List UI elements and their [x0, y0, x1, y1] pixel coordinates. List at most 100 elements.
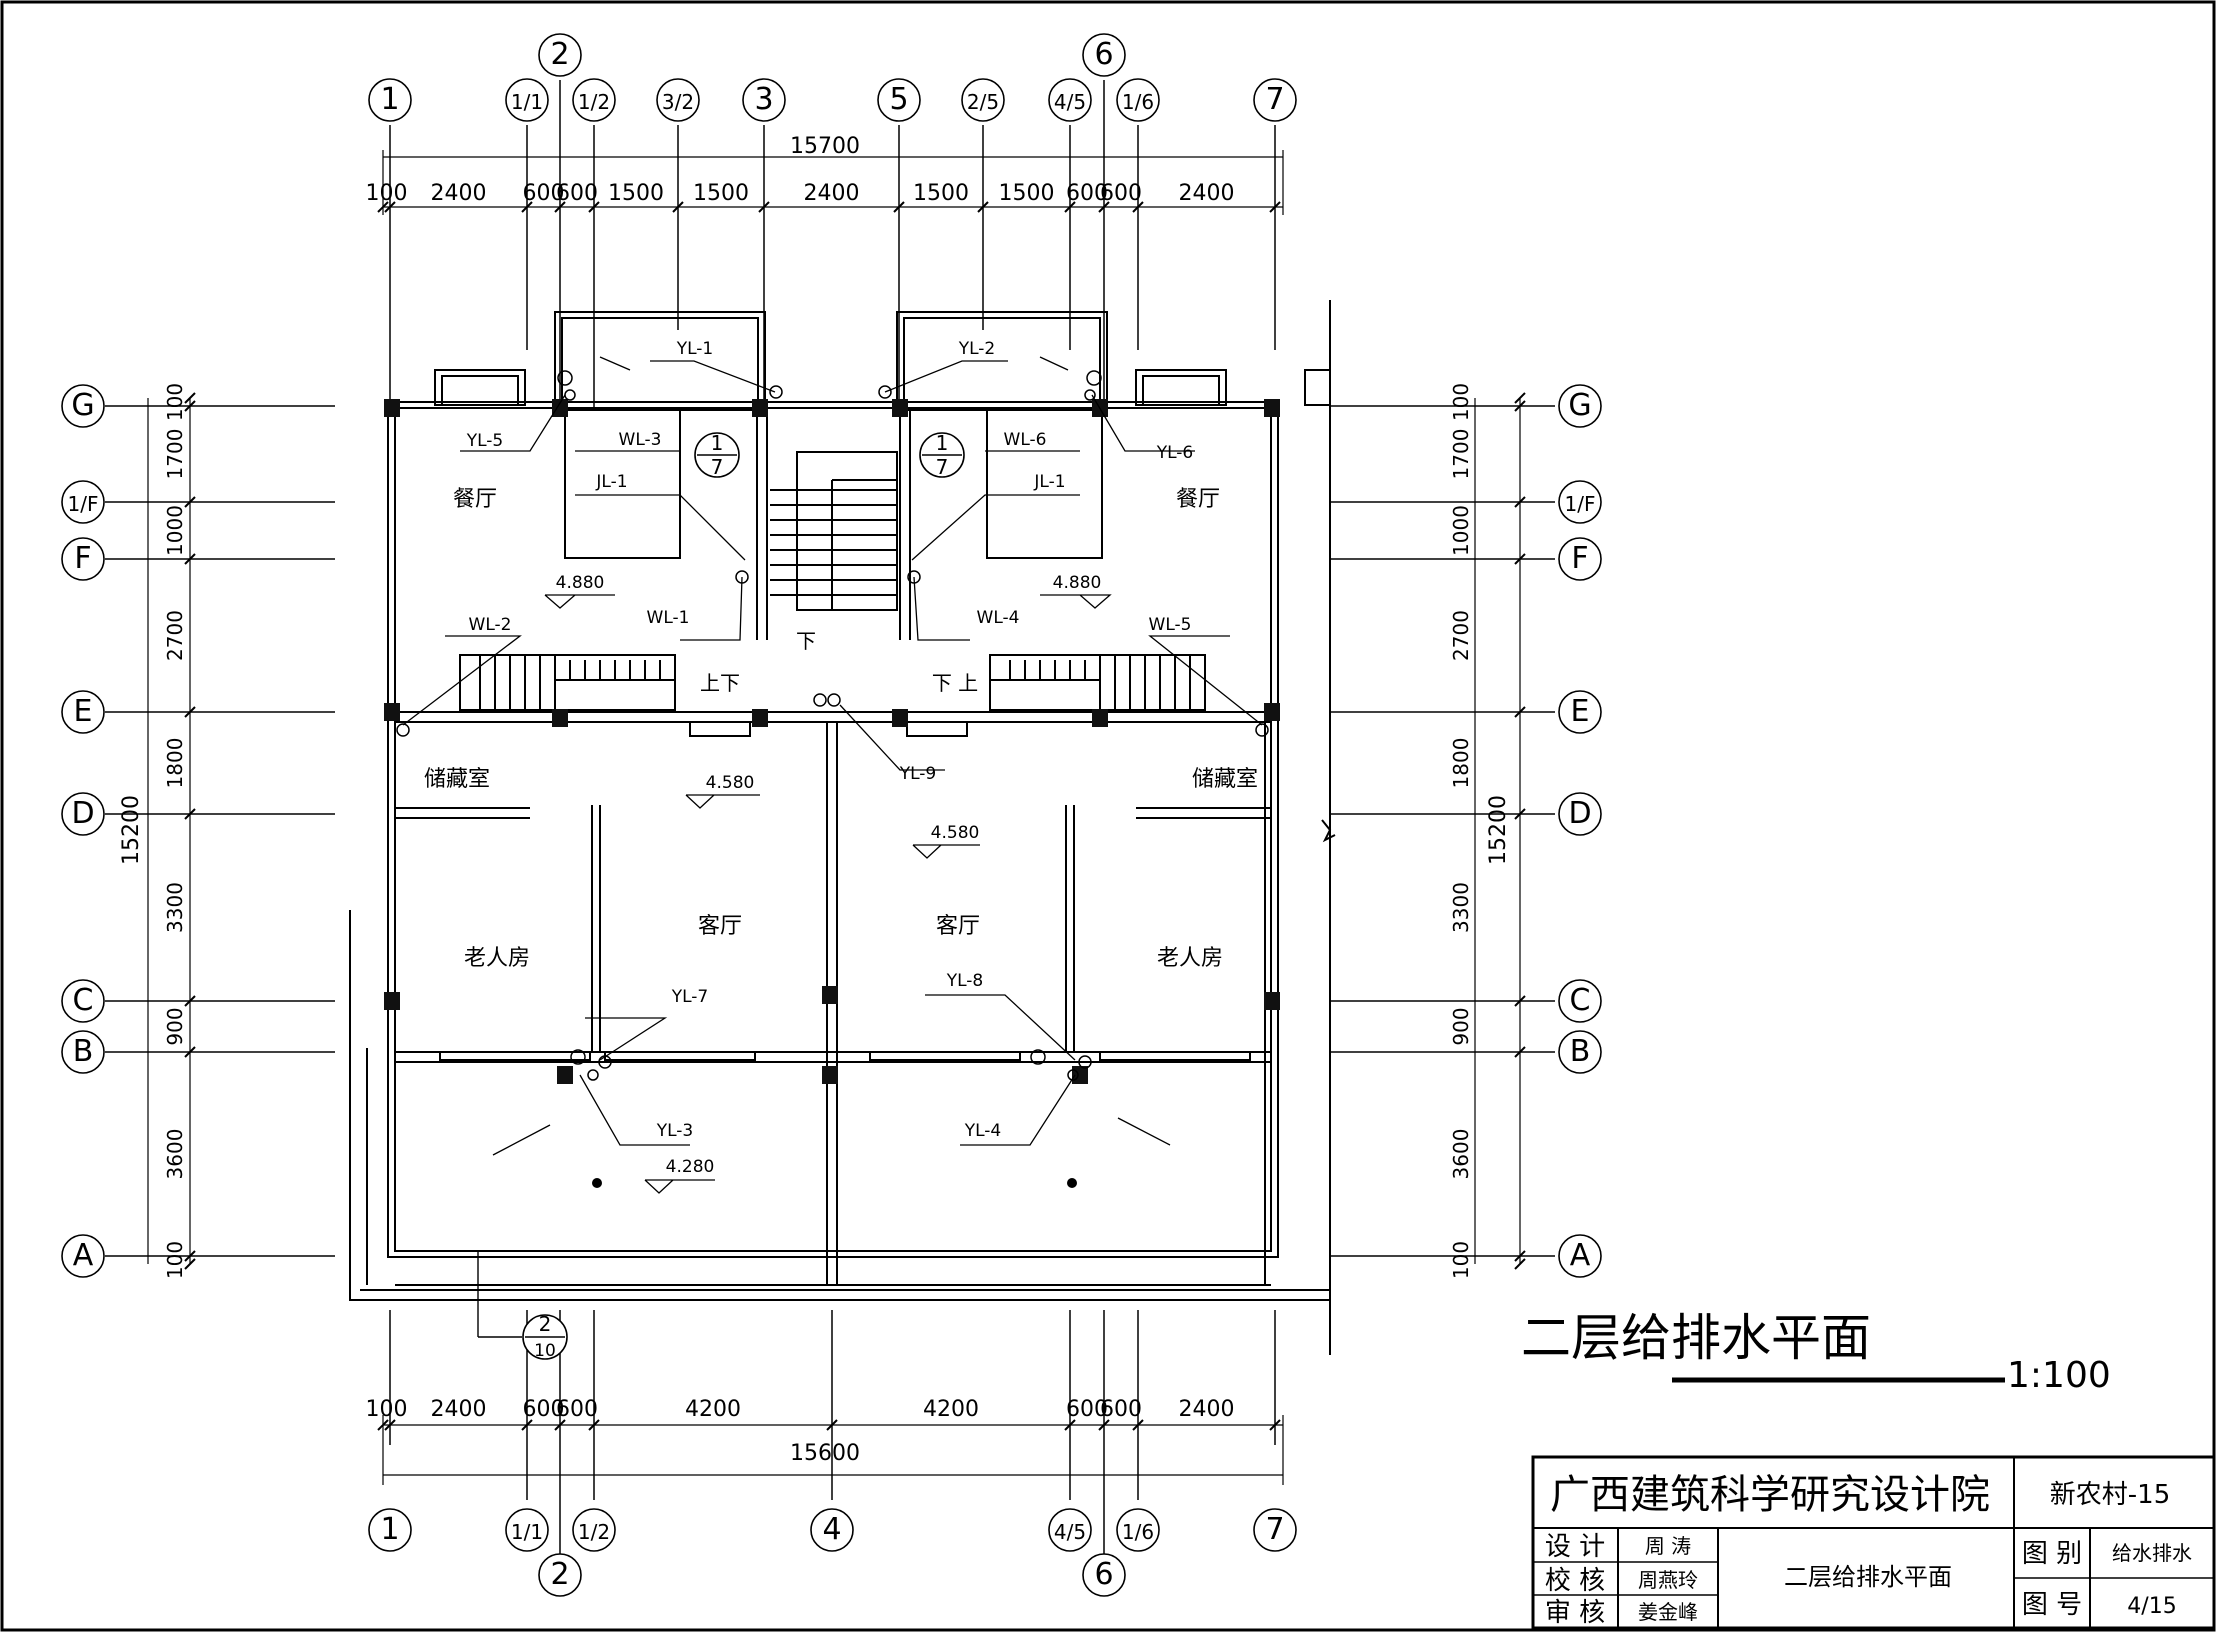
svg-text:1: 1: [380, 82, 399, 117]
svg-text:5: 5: [889, 82, 908, 117]
dim-top-seg-2: 600: [523, 181, 565, 206]
detail-ref-right: 1 7: [919, 431, 965, 479]
pipe-wl2: WL-2: [469, 615, 512, 635]
pipe-wl4: WL-4: [977, 608, 1020, 628]
drawing-scale: 1:100: [2007, 1355, 2111, 1396]
title-design-name: 周 涛: [1645, 1534, 1691, 1558]
axis-bubble-right-0: G: [1558, 384, 1602, 428]
svg-text:7: 7: [1265, 82, 1284, 117]
dim-left-seg-6: 900: [163, 1007, 187, 1045]
title-drawing-name: 二层给排水平面: [1784, 1563, 1952, 1591]
svg-text:D: D: [71, 796, 94, 831]
svg-text:2: 2: [550, 1557, 569, 1592]
pipe-jl1-left: JL-1: [595, 472, 627, 492]
elevation-labels: 4.880 4.880 4.580 4.580 4.280: [556, 573, 1102, 1177]
dim-top-seg-1: 2400: [431, 181, 487, 206]
dim-left-seg-1: 1700: [163, 429, 187, 480]
stair-label-left: 上下: [700, 671, 740, 695]
dim-left-seg-0: 100: [163, 383, 187, 421]
column-13: [822, 986, 838, 1004]
axis-bubble-right-3: E: [1558, 690, 1602, 734]
svg-text:7: 7: [936, 455, 949, 479]
title-number-value: 4/15: [2127, 1594, 2176, 1619]
axis-bubble-bottom-1: 1/1: [505, 1508, 549, 1552]
title-block: 广西建筑科学研究设计院 新农村-15 设 计 周 涛 校 核 周燕玲 审 核 姜…: [1531, 1455, 2216, 1630]
pipe-yl9: YL-9: [899, 764, 937, 784]
axis-bubble-top-3: 1/2: [572, 78, 616, 122]
axis-bubble-top-11: 7: [1253, 78, 1297, 122]
axis-bubble-bottom-2: 2: [538, 1553, 582, 1597]
room-labels: 餐厅 餐厅 储藏室 储藏室 客厅 客厅 老人房 老人房: [424, 487, 1258, 971]
dim-right-seg-4: 1800: [1449, 738, 1473, 789]
svg-text:1: 1: [936, 431, 949, 455]
dim-left-seg-4: 1800: [163, 738, 187, 789]
axis-bubble-top-7: 2/5: [961, 78, 1005, 122]
axis-bubble-bottom-7: 1/6: [1116, 1508, 1160, 1552]
pipe-yl3: YL-3: [656, 1121, 694, 1141]
dim-right-seg-8: 100: [1449, 1241, 1473, 1279]
column-6: [384, 703, 400, 721]
title-review-name: 姜金峰: [1638, 1600, 1698, 1624]
column-15: [557, 1066, 573, 1084]
svg-text:3: 3: [754, 82, 773, 117]
svg-text:D: D: [1568, 796, 1591, 831]
svg-text:1: 1: [380, 1512, 399, 1547]
title-check-label: 校 核: [1545, 1566, 1605, 1596]
title-institute: 广西建筑科学研究设计院: [1550, 1472, 1990, 1518]
svg-text:3/2: 3/2: [662, 90, 694, 114]
column-12: [384, 992, 400, 1010]
dim-left-seg-5: 3300: [163, 882, 187, 933]
pipe-yl4: YL-4: [964, 1121, 1002, 1141]
dim-right-seg-6: 900: [1449, 1007, 1473, 1045]
title-number-label: 图 号: [2022, 1590, 2082, 1620]
room-dining-right: 餐厅: [1176, 487, 1220, 512]
svg-text:G: G: [71, 388, 94, 423]
elevation-markers: [544, 594, 1112, 1194]
elev-balcony: 4.280: [666, 1157, 715, 1177]
dim-top-seg-11: 2400: [1179, 181, 1235, 206]
dim-bottom-seg-7: 600: [1100, 1397, 1142, 1422]
dimension-lines: [147, 150, 1521, 1485]
pipe-wl6: WL-6: [1004, 430, 1047, 450]
dim-right-seg-5: 3300: [1449, 882, 1473, 933]
dim-top-seg-7: 1500: [913, 181, 969, 206]
detail-ref-bottom: 2 10: [477, 1250, 568, 1361]
room-elder-left: 老人房: [464, 946, 530, 971]
svg-text:1/F: 1/F: [68, 492, 99, 516]
axis-bubble-left-5: C: [61, 979, 105, 1023]
pipe-wl1: WL-1: [647, 608, 690, 628]
elev-dining-left: 4.880: [556, 573, 605, 593]
svg-text:1/2: 1/2: [578, 90, 610, 114]
dim-bottom-seg-3: 600: [556, 1397, 598, 1422]
svg-text:1/F: 1/F: [1565, 492, 1596, 516]
stair-label-center: 下: [796, 629, 816, 653]
title-review-label: 审 核: [1545, 1598, 1605, 1628]
axis-bubble-left-0: G: [61, 384, 105, 428]
axis-bubble-left-6: B: [61, 1030, 105, 1074]
axis-bubble-right-1: 1/F: [1558, 480, 1602, 524]
dim-top-seg-4: 1500: [608, 181, 664, 206]
svg-text:2/5: 2/5: [967, 90, 999, 114]
pipe-yl5: YL-5: [466, 431, 504, 451]
dim-top-seg-9: 600: [1066, 181, 1108, 206]
dim-bottom-seg-4: 4200: [685, 1397, 741, 1422]
axis-lines: [105, 80, 1555, 1560]
room-storage-right: 储藏室: [1192, 767, 1258, 792]
pipe-yl7: YL-7: [671, 987, 709, 1007]
drawing-title-group: 二层给排水平面 1:100: [1521, 1309, 2111, 1396]
axis-bubble-bottom-8: 7: [1253, 1508, 1297, 1552]
dimension-ticks: [184, 201, 1526, 1431]
elev-living-right: 4.580: [931, 823, 980, 843]
stair-label-right: 下 上: [932, 671, 978, 695]
column-11: [1264, 703, 1280, 721]
title-category-label: 图 别: [2022, 1539, 2082, 1569]
axis-bubble-bottom-0: 1: [368, 1508, 412, 1552]
svg-text:4/5: 4/5: [1054, 90, 1086, 114]
axis-bubble-top-6: 5: [877, 78, 921, 122]
svg-text:7: 7: [711, 455, 724, 479]
column-3: [892, 399, 908, 417]
svg-text:G: G: [1568, 388, 1591, 423]
column-7: [552, 709, 568, 727]
